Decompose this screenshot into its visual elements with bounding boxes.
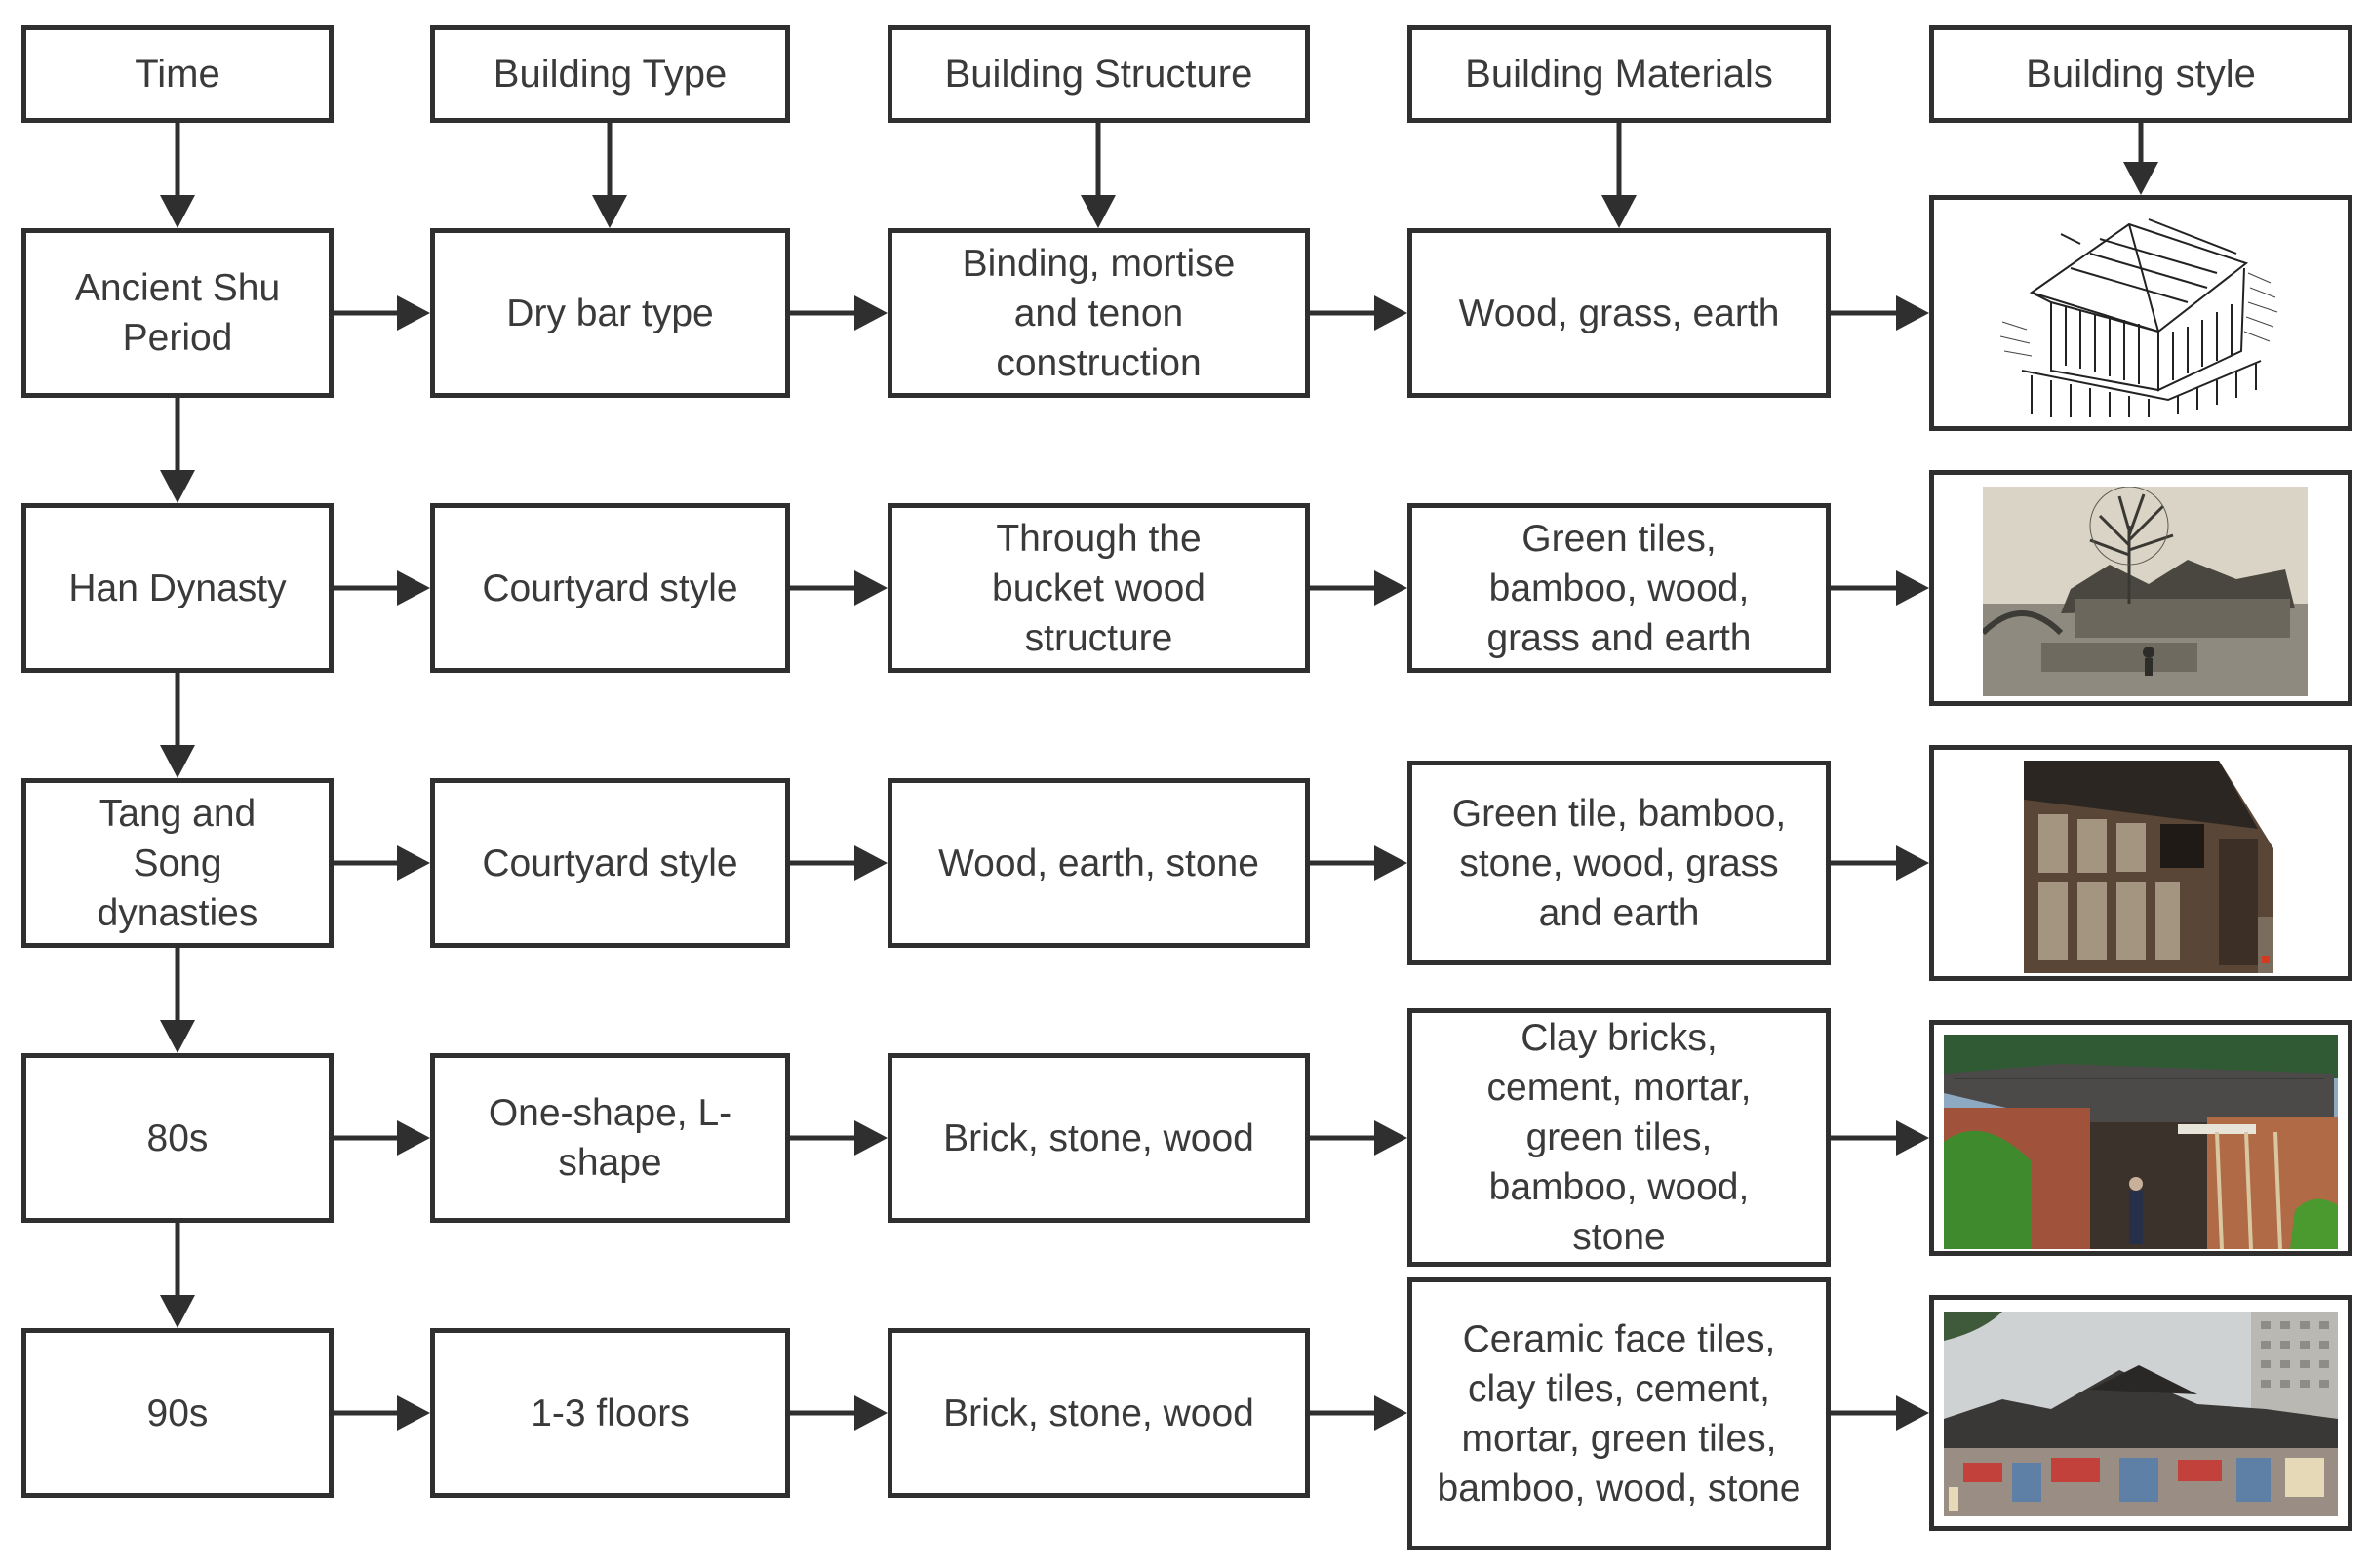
time-ancient-shu: Ancient Shu Period: [21, 228, 334, 398]
materials-tang-song: Green tile, bamboo, stone, wood, grass a…: [1407, 761, 1831, 965]
arrow-row4-col2-head: [854, 1120, 888, 1156]
arrow-structure-down-head: [1081, 195, 1116, 228]
materials-80s: Clay bricks, cement, mortar, green tiles…: [1407, 1008, 1831, 1267]
arrow-materials-down-head: [1601, 195, 1637, 228]
time-ancient-shu-label: Ancient Shu Period: [74, 267, 281, 359]
style-image-old-street: [1929, 1295, 2352, 1531]
stilt-house-sketch-icon: [1999, 218, 2278, 417]
structure-binding-mortise-label: Binding, mortise and tenon construction: [962, 242, 1236, 384]
arrow-row3-col1-head: [397, 845, 430, 881]
time-tang-song-label: Tang and Song dynasties: [97, 792, 258, 934]
type-one-l-shape-label: One-shape, L-shape: [488, 1092, 732, 1184]
structure-brick-90s-label: Brick, stone, wood: [943, 1392, 1254, 1434]
arrow-row4-col1-head: [397, 1120, 430, 1156]
materials-tang-song-label: Green tile, bamboo, stone, wood, grass a…: [1451, 792, 1787, 934]
arrow-row2-col1-head: [397, 570, 430, 606]
arrow-row5-col2-head: [854, 1395, 888, 1431]
arrow-row5-col1-head: [397, 1395, 430, 1431]
header-building-style-label: Building style: [2026, 52, 2256, 96]
arrow-row3-col4-head: [1896, 845, 1929, 881]
arrow-time-down-head: [160, 195, 195, 228]
time-han-dynasty: Han Dynasty: [21, 503, 334, 673]
header-building-structure-label: Building Structure: [944, 52, 1253, 96]
structure-wood-earth-stone-label: Wood, earth, stone: [938, 842, 1259, 884]
arrow-row2-col3-head: [1374, 570, 1407, 606]
header-building-materials: Building Materials: [1407, 25, 1831, 123]
structure-brick-90s: Brick, stone, wood: [888, 1328, 1310, 1498]
header-building-structure: Building Structure: [888, 25, 1310, 123]
arrow-time-1-2-head: [160, 470, 195, 503]
arrow-row5-col3-head: [1374, 1395, 1407, 1431]
time-90s: 90s: [21, 1328, 334, 1498]
type-courtyard-tang-label: Courtyard style: [482, 842, 738, 884]
arrow-time-4-5-head: [160, 1295, 195, 1328]
style-image-timber-frame: [1929, 745, 2352, 981]
type-courtyard-tang: Courtyard style: [430, 778, 790, 948]
time-80s: 80s: [21, 1053, 334, 1223]
structure-bucket-wood-label: Through the bucket wood structure: [992, 517, 1205, 659]
header-building-type-label: Building Type: [493, 52, 728, 96]
style-image-sepia-village: [1929, 470, 2352, 706]
structure-brick-80s: Brick, stone, wood: [888, 1053, 1310, 1223]
arrow-row4-col3-head: [1374, 1120, 1407, 1156]
structure-wood-earth-stone: Wood, earth, stone: [888, 778, 1310, 948]
materials-80s-label: Clay bricks, cement, mortar, green tiles…: [1486, 1017, 1752, 1258]
type-dry-bar-label: Dry bar type: [506, 292, 714, 334]
arrow-row1-col4-head: [1896, 295, 1929, 331]
arrow-row2-col2-head: [854, 570, 888, 606]
arrow-row5-col4-head: [1896, 1395, 1929, 1431]
header-building-style: Building style: [1929, 25, 2352, 123]
materials-wood-grass-earth-label: Wood, grass, earth: [1458, 292, 1780, 334]
old-street-photo-icon: [1944, 1312, 2338, 1516]
materials-han-label: Green tiles, bamboo, wood, grass and ear…: [1486, 517, 1752, 659]
structure-binding-mortise: Binding, mortise and tenon construction: [888, 228, 1310, 398]
header-time-label: Time: [135, 52, 220, 96]
materials-wood-grass-earth: Wood, grass, earth: [1407, 228, 1831, 398]
arrow-style-down-head: [2123, 162, 2158, 195]
header-building-type: Building Type: [430, 25, 790, 123]
arrow-row1-col2-head: [854, 295, 888, 331]
arrow-type-down-head: [592, 195, 627, 228]
style-image-brick-houses: [1929, 1020, 2352, 1256]
type-courtyard-han: Courtyard style: [430, 503, 790, 673]
header-building-materials-label: Building Materials: [1465, 52, 1773, 96]
time-90s-label: 90s: [146, 1392, 209, 1434]
type-dry-bar: Dry bar type: [430, 228, 790, 398]
type-1-3-floors: 1-3 floors: [430, 1328, 790, 1498]
time-tang-song: Tang and Song dynasties: [21, 778, 334, 948]
timber-frame-photo-icon: [2024, 761, 2273, 973]
header-time: Time: [21, 25, 334, 123]
type-one-l-shape: One-shape, L-shape: [430, 1053, 790, 1223]
materials-90s-label: Ceramic face tiles, clay tiles, cement, …: [1437, 1318, 1801, 1509]
type-1-3-floors-label: 1-3 floors: [531, 1392, 690, 1434]
arrow-row3-col2-head: [854, 845, 888, 881]
structure-bucket-wood: Through the bucket wood structure: [888, 503, 1310, 673]
brick-houses-photo-icon: [1944, 1035, 2338, 1249]
materials-90s: Ceramic face tiles, clay tiles, cement, …: [1407, 1277, 1831, 1550]
arrow-row2-col4-head: [1896, 570, 1929, 606]
arrow-time-3-4-head: [160, 1020, 195, 1053]
arrow-row1-col1-head: [397, 295, 430, 331]
arrow-time-2-3-head: [160, 745, 195, 778]
time-han-dynasty-label: Han Dynasty: [68, 567, 287, 609]
arrow-row4-col4-head: [1896, 1120, 1929, 1156]
structure-brick-80s-label: Brick, stone, wood: [943, 1117, 1254, 1159]
style-image-stilt-house-sketch: [1929, 195, 2352, 431]
materials-han: Green tiles, bamboo, wood, grass and ear…: [1407, 503, 1831, 673]
time-80s-label: 80s: [146, 1117, 209, 1159]
arrow-row3-col3-head: [1374, 845, 1407, 881]
arrow-row1-col3-head: [1374, 295, 1407, 331]
type-courtyard-han-label: Courtyard style: [482, 567, 738, 609]
sepia-village-photo-icon: [1983, 487, 2308, 696]
